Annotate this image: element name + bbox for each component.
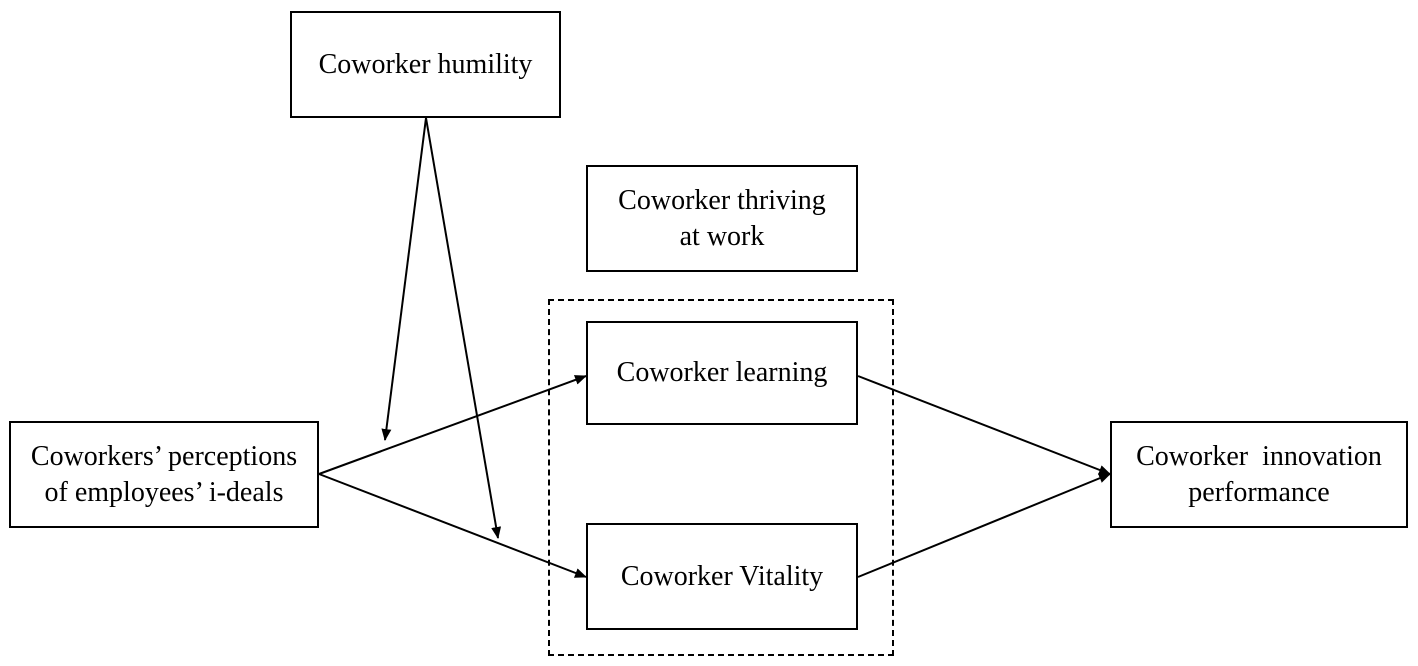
- node-label-line: Coworkers’ perceptions: [30, 440, 298, 472]
- node-label-line: Coworker Vitality: [620, 560, 824, 592]
- node-label-line: Coworker innovation: [1136, 440, 1382, 472]
- arrow-humility-moderates-vitality-path: [425, 117, 502, 539]
- node-coworkers-perceptions-ideals: Coworkers’ perceptions of employees’ i-d…: [9, 421, 319, 528]
- node-coworker-innovation-performance: Coworker innovation performance: [1110, 421, 1408, 528]
- node-coworker-vitality: Coworker Vitality: [586, 523, 858, 630]
- arrow-ideals-to-vitality: [318, 473, 587, 578]
- node-label-line: performance: [1188, 476, 1330, 508]
- arrow-vitality-to-innovation: [857, 473, 1111, 578]
- node-label-line: Coworker humility: [318, 48, 533, 80]
- node-label-line: Coworker learning: [616, 357, 828, 388]
- node-label-line: at work: [679, 220, 765, 252]
- node-label-line: of employees’ i-deals: [44, 476, 284, 508]
- node-coworker-humility: Coworker humility: [290, 11, 561, 118]
- node-coworker-learning: Coworker learning: [586, 321, 858, 425]
- thriving-dimensions-group: [548, 299, 894, 656]
- node-coworker-thriving: Coworker thriving at work: [586, 165, 858, 272]
- arrow-ideals-to-learning: [318, 375, 587, 475]
- node-label-line: Coworker thriving: [618, 184, 826, 216]
- arrow-humility-moderates-learning-path: [381, 117, 427, 441]
- arrow-learning-to-innovation: [857, 375, 1111, 475]
